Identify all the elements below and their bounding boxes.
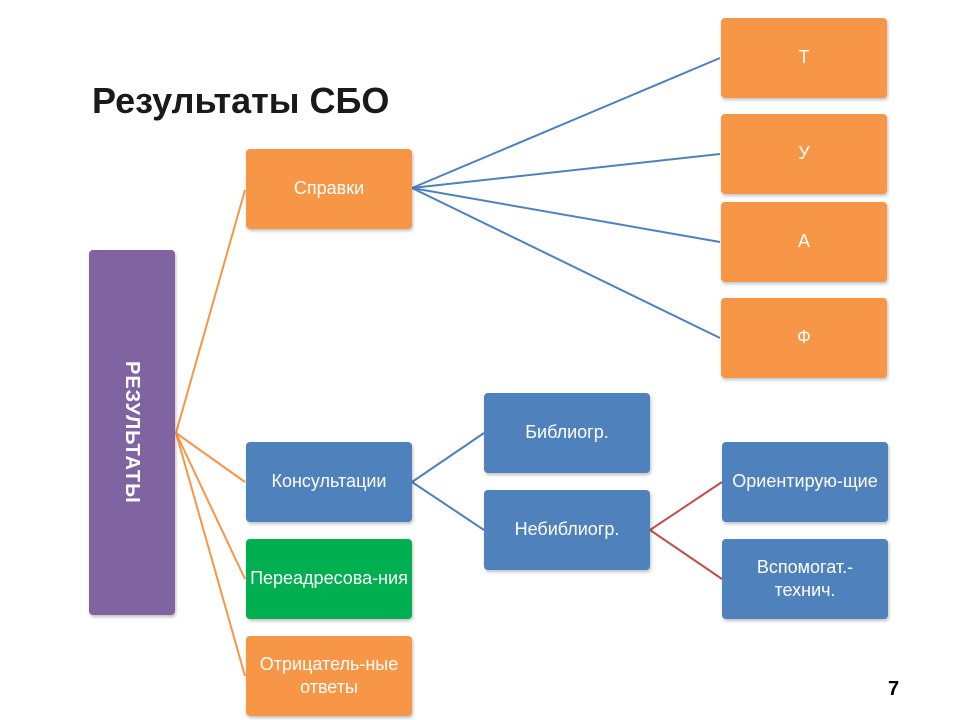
node-spravki-type-u-label: У bbox=[798, 143, 810, 164]
node-otritsatelnye-label: Отрицатель-ные ответы bbox=[259, 653, 399, 697]
link-nebibliogr-vspomogat bbox=[649, 529, 723, 580]
link-spravki-t bbox=[411, 57, 721, 189]
link-nebibliogr-orientiruyushchie bbox=[649, 481, 723, 531]
page-number: 7 bbox=[888, 678, 900, 700]
link-root-pereadresovaniya bbox=[175, 432, 246, 580]
node-spravki-type-f: Ф bbox=[721, 298, 887, 378]
link-root-spravki bbox=[175, 189, 246, 434]
node-konsultatsii-label: Консультации bbox=[271, 471, 387, 492]
node-orientiruyushchie-label: Ориентирую-щие bbox=[732, 471, 878, 492]
node-nebibliogr-label: Небиблиогр. bbox=[514, 519, 620, 540]
node-spravki-type-t: Т bbox=[721, 18, 887, 98]
node-pereadresovaniya-label: Переадресова-ния bbox=[250, 568, 408, 589]
root-label: РЕЗУЛЬТАТЫ bbox=[121, 361, 143, 504]
link-spravki-a bbox=[411, 187, 721, 243]
link-konsultatsii-bibliogr bbox=[411, 432, 485, 483]
node-spravki-type-t-label: Т bbox=[798, 47, 810, 68]
node-spravki-label: Справки bbox=[293, 178, 365, 199]
node-spravki-type-a-label: А bbox=[797, 231, 810, 252]
node-bibliogr-label: Библиогр. bbox=[525, 422, 609, 443]
node-nebibliogr: Небиблиогр. bbox=[484, 490, 650, 570]
link-spravki-u bbox=[411, 153, 721, 189]
link-spravki-f bbox=[411, 187, 721, 339]
node-bibliogr: Библиогр. bbox=[484, 393, 650, 473]
root-node: РЕЗУЛЬТАТЫ bbox=[89, 250, 175, 615]
node-vspomogat-label: Вспомогат.-технич. bbox=[756, 556, 854, 600]
link-root-konsultatsii bbox=[175, 432, 246, 483]
node-otritsatelnye: Отрицатель-ные ответы bbox=[246, 636, 412, 716]
node-spravki: Справки bbox=[246, 149, 412, 229]
page-title: Результаты СБО bbox=[92, 80, 390, 121]
node-spravki-type-a: А bbox=[721, 202, 887, 282]
node-pereadresovaniya: Переадресова-ния bbox=[246, 539, 412, 619]
node-orientiruyushchie: Ориентирую-щие bbox=[722, 442, 888, 522]
link-konsultatsii-nebibliogr bbox=[411, 481, 485, 531]
link-root-otritsatelnye bbox=[175, 432, 246, 677]
node-spravki-type-f-label: Ф bbox=[797, 327, 811, 348]
node-konsultatsii: Консультации bbox=[246, 442, 412, 522]
node-spravki-type-u: У bbox=[721, 114, 887, 194]
node-vspomogat: Вспомогат.-технич. bbox=[722, 539, 888, 619]
